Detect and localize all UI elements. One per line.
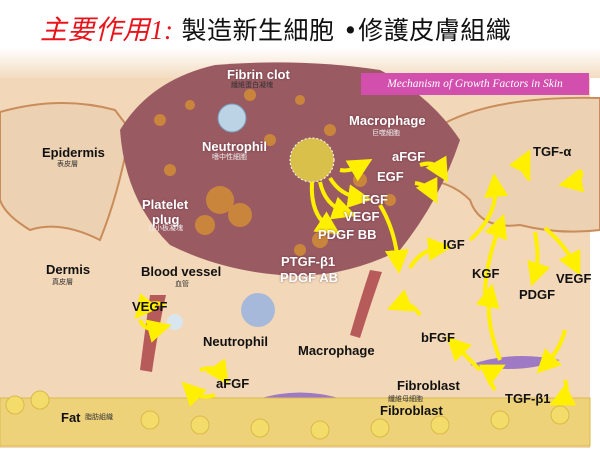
label-fat-zh: 脂肪組織 xyxy=(85,413,113,421)
factor-afgf-bottom: aFGF xyxy=(216,376,250,391)
factor-kgf: KGF xyxy=(472,266,500,281)
label-fibrin-clot: Fibrin clot xyxy=(227,67,290,82)
factor-fgf: FGF xyxy=(362,192,388,207)
label-neutrophil-top-zh: 嗜中性細胞 xyxy=(212,153,247,161)
mechanism-badge: Mechanism of Growth Factors in Skin xyxy=(361,73,589,95)
factor-pdgf: PDGF xyxy=(519,287,556,302)
epidermis-left xyxy=(0,101,132,242)
slide-title: 主要作用1: 製造新生細胞 •修護皮膚組織 xyxy=(40,15,512,45)
neutrophil-cell-top xyxy=(217,103,247,133)
label-platelet: Platelet xyxy=(142,197,189,212)
label-dermis-zh: 真皮層 xyxy=(52,278,73,286)
label-macrophage-top-zh: 巨噬細胞 xyxy=(372,129,400,137)
neutrophil-cell xyxy=(241,293,275,327)
label-macrophage-top: Macrophage xyxy=(349,113,426,128)
factor-ptgf-b1: PTGF-β1 xyxy=(281,254,336,269)
label-neutrophil-top: Neutrophil xyxy=(202,139,267,154)
label-fat: Fat xyxy=(61,410,81,425)
label-dermis: Dermis xyxy=(46,262,91,277)
label-blood-vessel-zh: 血管 xyxy=(175,280,189,288)
macrophage-cell-top xyxy=(289,137,335,183)
label-macrophage: Macrophage xyxy=(298,343,375,358)
factor-egf: EGF xyxy=(377,169,404,184)
factor-tgf-b1: TGF-β1 xyxy=(505,391,551,406)
label-fibroblast-bottom: Fibroblast xyxy=(380,403,443,418)
factor-vegf-left: VEGF xyxy=(132,299,168,314)
label-fibroblast-zh: 纖維母細胞 xyxy=(388,395,423,403)
neutrophil-cell-small xyxy=(167,314,183,330)
label-fibroblast-right: Fibroblast xyxy=(397,378,460,393)
fat-layer xyxy=(0,390,591,447)
label-fibrin-clot-zh: 纖維蛋白凝塊 xyxy=(231,81,273,89)
blood-vessel-center xyxy=(350,270,382,338)
factor-afgf-top: aFGF xyxy=(392,149,426,164)
factor-bfgf: bFGF xyxy=(421,330,455,345)
label-platelet-zh: 血小板凝塊 xyxy=(148,224,183,232)
factor-pdgf-ab: PDGF AB xyxy=(280,270,339,285)
label-epidermis: Epidermis xyxy=(42,145,105,160)
growth-factor-arrows xyxy=(134,149,585,407)
label-blood-vessel: Blood vessel xyxy=(141,264,222,279)
factor-pdgf-bb: PDGF BB xyxy=(318,227,377,242)
label-neutrophil: Neutrophil xyxy=(203,334,268,349)
factor-vegf-right: VEGF xyxy=(556,271,592,286)
label-epidermis-zh: 表皮層 xyxy=(57,160,78,168)
factor-igf: IGF xyxy=(443,237,465,252)
label-plug: plug xyxy=(152,212,180,227)
factor-tgf-alpha: TGF-α xyxy=(533,144,572,159)
factor-vegf-clot: VEGF xyxy=(344,209,380,224)
